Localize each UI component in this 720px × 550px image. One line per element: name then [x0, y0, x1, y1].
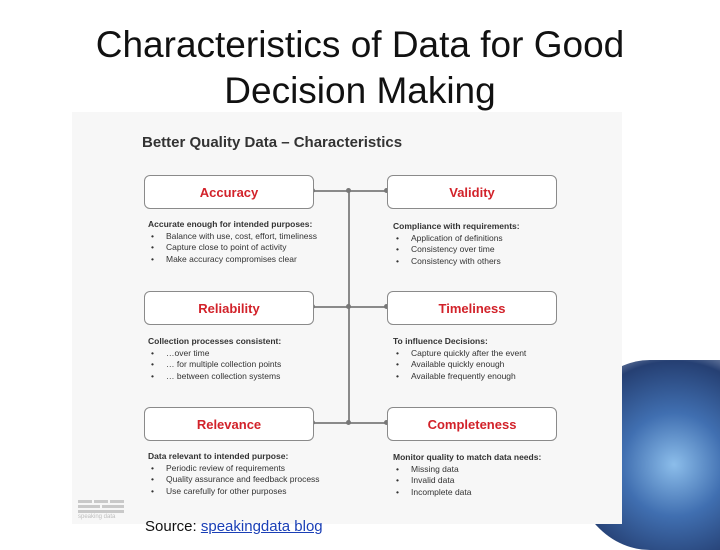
- timeliness-bullet: Available quickly enough: [393, 359, 593, 371]
- validity-bullet: Consistency over time: [393, 244, 593, 256]
- slide-title: Characteristics of Data for Good Decisio…: [40, 22, 680, 114]
- completeness-bullet: Missing data: [393, 464, 593, 476]
- slide-title-line-2: Decision Making: [224, 70, 496, 111]
- connector-dot: [384, 188, 389, 193]
- source-caption: Source: speakingdata blog: [145, 518, 323, 535]
- relevance-bullet: Quality assurance and feedback process: [148, 474, 358, 486]
- timeliness-description: To influence Decisions: Capture quickly …: [393, 336, 593, 382]
- validity-heading: Compliance with requirements:: [393, 221, 520, 231]
- characteristics-figure: Better Quality Data – Characteristics Ac…: [72, 112, 622, 524]
- accuracy-box: Accuracy: [144, 175, 314, 209]
- relevance-heading: Data relevant to intended purpose:: [148, 451, 289, 461]
- validity-bullet: Application of definitions: [393, 233, 593, 245]
- timeliness-bullet: Capture quickly after the event: [393, 348, 593, 360]
- connector-dot: [346, 420, 351, 425]
- timeliness-bullet: Available frequently enough: [393, 371, 593, 383]
- reliability-box: Reliability: [144, 291, 314, 325]
- timeliness-heading: To influence Decisions:: [393, 336, 488, 346]
- source-prefix: Source:: [145, 518, 201, 535]
- relevance-bullet: Use carefully for other purposes: [148, 486, 358, 498]
- completeness-description: Monitor quality to match data needs: Mis…: [393, 452, 593, 498]
- connector-dot: [384, 420, 389, 425]
- relevance-box: Relevance: [144, 407, 314, 441]
- connector-dot: [346, 304, 351, 309]
- completeness-bullet: Invalid data: [393, 475, 593, 487]
- slide-title-line-1: Characteristics of Data for Good: [95, 24, 625, 65]
- logo-text: speaking data: [78, 514, 116, 520]
- completeness-heading: Monitor quality to match data needs:: [393, 452, 542, 462]
- validity-description: Compliance with requirements: Applicatio…: [393, 221, 593, 267]
- relevance-description: Data relevant to intended purpose: Perio…: [148, 451, 358, 497]
- accuracy-description: Accurate enough for intended purposes: B…: [148, 219, 348, 265]
- reliability-bullet: … for multiple collection points: [148, 359, 348, 371]
- accuracy-bullet: Capture close to point of activity: [148, 242, 348, 254]
- figure-title: Better Quality Data – Characteristics: [142, 134, 403, 151]
- connector-dot: [346, 188, 351, 193]
- speaking-data-logo: speaking data: [78, 498, 134, 522]
- timeliness-box: Timeliness: [387, 291, 557, 325]
- relevance-bullet: Periodic review of requirements: [148, 463, 358, 475]
- accuracy-bullet: Balance with use, cost, effort, timeline…: [148, 231, 348, 243]
- reliability-description: Collection processes consistent: …over t…: [148, 336, 348, 382]
- reliability-heading: Collection processes consistent:: [148, 336, 282, 346]
- completeness-bullet: Incomplete data: [393, 487, 593, 499]
- reliability-bullet: … between collection systems: [148, 371, 348, 383]
- validity-box: Validity: [387, 175, 557, 209]
- validity-bullet: Consistency with others: [393, 256, 593, 268]
- connector-dot: [384, 304, 389, 309]
- accuracy-heading: Accurate enough for intended purposes:: [148, 219, 313, 229]
- reliability-bullet: …over time: [148, 348, 348, 360]
- completeness-box: Completeness: [387, 407, 557, 441]
- source-link[interactable]: speakingdata blog: [200, 518, 323, 535]
- accuracy-bullet: Make accuracy compromises clear: [148, 254, 348, 266]
